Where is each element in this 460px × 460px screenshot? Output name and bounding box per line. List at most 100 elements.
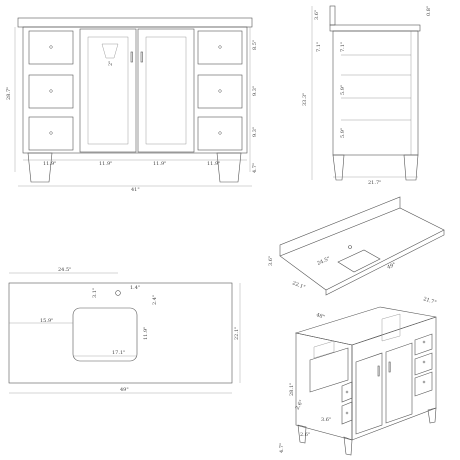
drawer-front — [28, 116, 74, 151]
dim-col-2: 11.9" — [99, 161, 112, 167]
iso-cabinet-side — [295, 332, 353, 441]
iso-leg — [297, 424, 307, 444]
side-cabinet — [332, 30, 419, 156]
iso-door-handle — [377, 365, 380, 377]
faucet-hole — [115, 290, 121, 296]
iso-leg — [343, 436, 353, 456]
front-doors — [79, 28, 195, 153]
left-door — [79, 28, 137, 153]
dim-iso-leg-b: 3.6" — [321, 417, 331, 423]
front-right-drawers — [197, 30, 243, 151]
dim-iso-cab-height: 28.1" — [289, 383, 295, 396]
front-leg-left — [27, 152, 53, 183]
drawer-knob — [218, 45, 222, 49]
dim-total-height: 33.3" — [302, 93, 308, 106]
front-cabinet-body — [22, 26, 248, 154]
dim-shelf-a: 7.1" — [316, 42, 322, 52]
front-left-drawers — [28, 30, 74, 151]
drawer-knob — [49, 131, 53, 135]
sink-basin-hidden — [101, 43, 119, 59]
right-door-panel — [145, 36, 187, 145]
drawer-knob — [49, 45, 53, 49]
drawer-front — [28, 74, 74, 109]
iso-door — [355, 352, 383, 435]
iso-door — [385, 342, 413, 424]
iso-drawer — [414, 371, 433, 397]
drawer-front — [28, 30, 74, 65]
side-elevation-view: 3.6" 0.8" 33.3" 7.1" 7.1" 5.9" 5.9" 21.7… — [302, 5, 432, 186]
dim-depth: 21.7" — [368, 180, 381, 186]
drawer-front — [197, 74, 243, 109]
dim-shelf-d: 5.9" — [340, 128, 346, 138]
dim-shelf-b: 7.1" — [340, 42, 346, 52]
dim-basin-offset-x: 24.5" — [58, 267, 71, 273]
iso-open-drawer-right — [381, 313, 401, 342]
dim-leg-height: 4.7" — [252, 163, 258, 173]
drawer-knob — [218, 89, 222, 93]
dim-backsplash: 3.6" — [314, 10, 320, 20]
right-door — [137, 28, 195, 153]
dim-iso-backsplash: 3.6" — [268, 256, 274, 266]
door-handle — [130, 51, 133, 63]
side-countertop — [329, 24, 421, 32]
dim-iso-cab-depth: 21.7" — [422, 296, 437, 306]
dim-drawer-2: 9.3" — [252, 86, 258, 96]
iso-backsplash — [279, 196, 401, 256]
iso-countertop-view: 3.6" 22.1" 24.5" 49" — [268, 196, 445, 296]
left-door-panel — [87, 36, 129, 145]
front-countertop — [17, 17, 253, 28]
dim-shelf-c: 5.9" — [340, 85, 346, 95]
dim-overall-height: 28.7" — [6, 87, 12, 100]
iso-knob — [345, 390, 349, 394]
iso-door-handle — [388, 361, 391, 373]
door-handle — [140, 51, 143, 63]
iso-open-drawer-top — [313, 340, 335, 359]
dim-top-thickness: 0.8" — [426, 6, 432, 16]
iso-cabinet-front — [351, 316, 437, 441]
drawer-knob — [49, 89, 53, 93]
dim-col-3: 11.9" — [153, 161, 166, 167]
dim-drawer-3: 9.3" — [252, 127, 258, 137]
front-leg-right — [216, 152, 242, 183]
iso-countertop-surface — [279, 207, 445, 291]
iso-countertop-edge — [325, 230, 445, 296]
iso-knob — [422, 340, 426, 344]
side-leg-back — [332, 154, 345, 181]
iso-knob — [422, 380, 426, 384]
drawer-knob — [218, 131, 222, 135]
iso-knob — [345, 411, 349, 415]
countertop-outline — [8, 282, 233, 384]
iso-drawer — [414, 352, 433, 376]
dim-col-4: 11.9" — [207, 161, 220, 167]
dim-overall-width: 41" — [131, 187, 140, 193]
drawer-front — [197, 116, 243, 151]
front-elevation-view: 28.7" 8.5" 9.3" 9.3" 4.7" 2" 11.9" 11.9"… — [6, 17, 258, 193]
dim-iso-width: 49" — [386, 262, 396, 271]
dim-iso-leg-a: 2.6" — [295, 399, 305, 411]
iso-drawer — [341, 401, 353, 425]
top-plan-view: 24.5" 1.4" 3.1" 2.4" 15.9" 11.9" 17.1" 2… — [8, 267, 241, 394]
dim-iso-leg: 4.7" — [279, 443, 285, 453]
dim-basin-width: 17.1" — [112, 350, 125, 356]
dim-iso-depth: 22.1" — [291, 280, 306, 291]
dim-faucet-offset: 3.1" — [92, 288, 98, 298]
dim-col-1: 11.9" — [43, 161, 56, 167]
dim-faucet-hole: 1.4" — [130, 285, 140, 291]
dim-iso-leg-c: 2.6" — [300, 432, 310, 438]
dim-top-depth: 22.1" — [234, 327, 240, 340]
iso-cabinet-view: 48" 21.7" 28.1" 4.7" 2.6" 3.6" 2.6" — [279, 296, 437, 456]
iso-leg — [427, 407, 437, 424]
dim-top-width: 49" — [120, 387, 129, 393]
basin-outline — [72, 307, 138, 362]
iso-knob — [422, 360, 426, 364]
dim-basin-offset-left: 15.9" — [40, 318, 53, 324]
iso-basin — [337, 249, 381, 273]
iso-drawer — [414, 333, 433, 356]
dim-iso-basin-offset: 24.5" — [316, 256, 331, 267]
dim-basin-to-back: 2.4" — [152, 295, 158, 305]
drawer-front — [197, 30, 243, 65]
side-backsplash — [329, 5, 336, 26]
iso-faucet-hole — [348, 245, 352, 249]
dim-basin-depth: 11.9" — [143, 327, 149, 340]
